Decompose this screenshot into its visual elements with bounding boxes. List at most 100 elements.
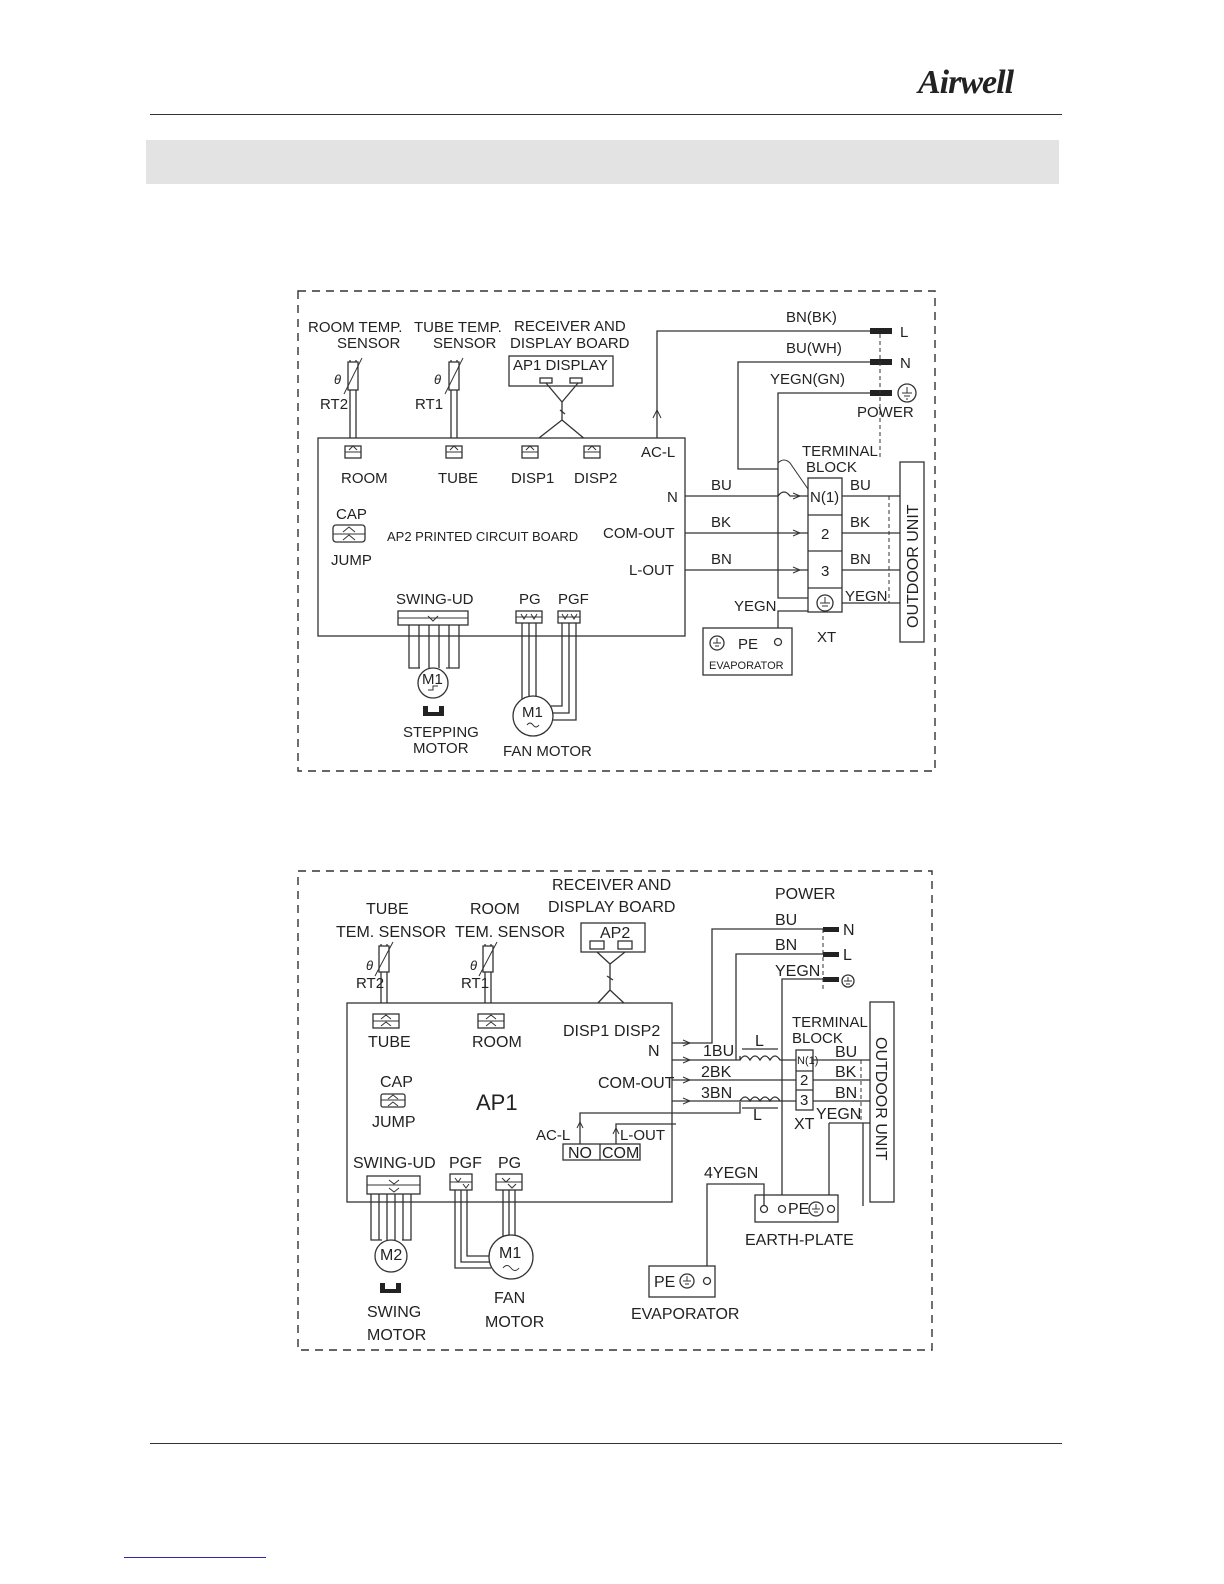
d2-terminal-2: 2 [800,1072,808,1089]
d2-out-bk-label: BK [835,1064,857,1081]
d2-rt2-label: RT2 [356,975,384,992]
d1-n-label: N [667,489,678,506]
d2-choke-upper-label: L [755,1033,764,1050]
d2-jump-label: JUMP [372,1114,416,1131]
d1-motor-label: MOTOR [413,740,469,757]
d1-terminal-block [807,477,843,613]
d2-pgf-label: PGF [449,1155,482,1172]
d1-n-hop [777,459,809,490]
d1-pe-label: PE [738,636,758,653]
d2-xt-label: XT [794,1116,815,1133]
d2-disp2-label: DISP2 [614,1023,660,1040]
d2-4yegn-wire [706,1183,765,1278]
d2-ap2-connector-2 [617,940,633,950]
section-title-band [146,140,1059,184]
d2-2bk-label: 2BK [701,1064,732,1081]
d1-swing-ud-label: SWING-UD [396,591,474,608]
d1-display-board-label: DISPLAY BOARD [510,335,630,352]
d1-ap1-display-box [508,355,614,387]
d2-tube-label-top: TUBE [366,901,409,918]
d1-terminal-n1: N(1) [810,489,839,506]
d1-tube-sensor-label: SENSOR [433,335,497,352]
d1-fan-motor-label: FAN MOTOR [503,743,592,760]
d2-pe-terminal [702,1276,712,1286]
d2-relay-wires [579,1102,741,1144]
d1-stepping-base [423,706,444,716]
d1-acl-arrow [652,408,662,419]
d2-m2-label: M2 [380,1247,402,1264]
d1-display-cable [529,382,593,446]
d1-tube-label: TUBE [438,470,478,487]
d2-evaporator-label: EVAPORATOR [631,1306,739,1323]
d2-cap-label: CAP [380,1074,413,1091]
d1-m1-fan-label: M1 [522,704,543,721]
d2-swing-label: SWING [367,1304,421,1321]
d1-earth-terminal [870,390,892,396]
d1-jump-label: JUMP [331,552,372,569]
d2-outdoor-unit-box [869,1001,895,1203]
d2-pg-wires [502,1190,516,1240]
d1-cap-label: CAP [336,506,367,523]
d2-ap1-label: AP1 [476,1090,518,1115]
d1-out-bn-label: BN [850,551,871,568]
d1-yegn-label: YEGN [734,598,777,615]
footer-rule [150,1443,1062,1444]
d1-display-connector-2 [569,377,583,384]
d2-pgf-wires [454,1190,492,1269]
d1-rt1-label: RT1 [415,396,443,413]
d2-n-label: N [648,1043,660,1060]
d1-n-line [737,361,870,470]
d2-room-sensor-label: TEM. SENSOR [455,924,565,941]
d2-yegn-label: YEGN [775,963,820,980]
d2-receiver-label: RECEIVER AND [552,877,671,894]
d1-lout-label: L-OUT [629,562,674,579]
d2-earth-plate-box [754,1194,839,1223]
d2-earth-plate-pe-label: PE [788,1201,809,1218]
d2-fan-motor [488,1234,534,1280]
d1-pg-connector-mark [516,613,542,620]
d1-outdoor-unit-box [899,461,925,643]
d1-fan-motor [512,695,554,737]
d2-choke-upper [739,1055,796,1062]
d1-pg-label: PG [519,591,541,608]
d1-disp1-label: DISP1 [511,470,554,487]
d2-tube-sensor-label: TEM. SENSOR [336,924,446,941]
d1-l-line [656,330,870,438]
d2-swing-connector-mark [367,1179,420,1193]
d2-rt2-theta: θ [366,958,373,973]
d2-l-power-line [735,953,823,1060]
d2-out-bu-label: BU [835,1044,857,1061]
d2-earth-plate-terminal-2 [777,1204,787,1214]
d1-rt1-slash [444,357,464,395]
d1-room-sensor-label: SENSOR [337,335,401,352]
d1-outdoor-unit-label: OUTDOOR UNIT [905,504,922,628]
d2-pe-label: PE [654,1274,675,1291]
d2-tube-connector-mark [373,1014,399,1027]
d1-disp1-connector-mark [522,445,538,453]
d2-display-board-label: DISPLAY BOARD [548,899,675,916]
d2-pgf-connector-mark [450,1177,472,1189]
d1-rt2-label: RT2 [320,396,348,413]
d2-rt2-slash [374,941,394,977]
d2-fan-motor-symbol [502,1265,520,1271]
footer-link-underline [124,1557,266,1558]
d2-relay-box [562,1143,641,1161]
d2-room-label: ROOM [472,1034,522,1051]
d2-cap-jumper-mark [381,1094,405,1107]
d2-output-arrows [682,1039,692,1105]
d2-3bn-label: 3BN [701,1085,732,1102]
d2-ap2-label: AP2 [600,925,630,942]
d1-pe-terminal [773,637,783,647]
d1-terminal-dividers [808,514,842,589]
d2-swing-base [380,1283,401,1293]
d2-earth-power-line [781,978,823,1205]
d2-earth-terminal [823,977,839,982]
d2-1bu-label: 1BU [703,1043,734,1060]
d2-n-terminal [823,927,839,932]
d2-rt1-label: RT1 [461,975,489,992]
diagram2-frame [297,870,933,1351]
d2-swing-motor-label: MOTOR [367,1327,426,1344]
d1-ap2-pcb-box [317,437,686,637]
d2-relay-arrows [576,1120,620,1135]
d1-receiver-label: RECEIVER AND [514,318,626,335]
